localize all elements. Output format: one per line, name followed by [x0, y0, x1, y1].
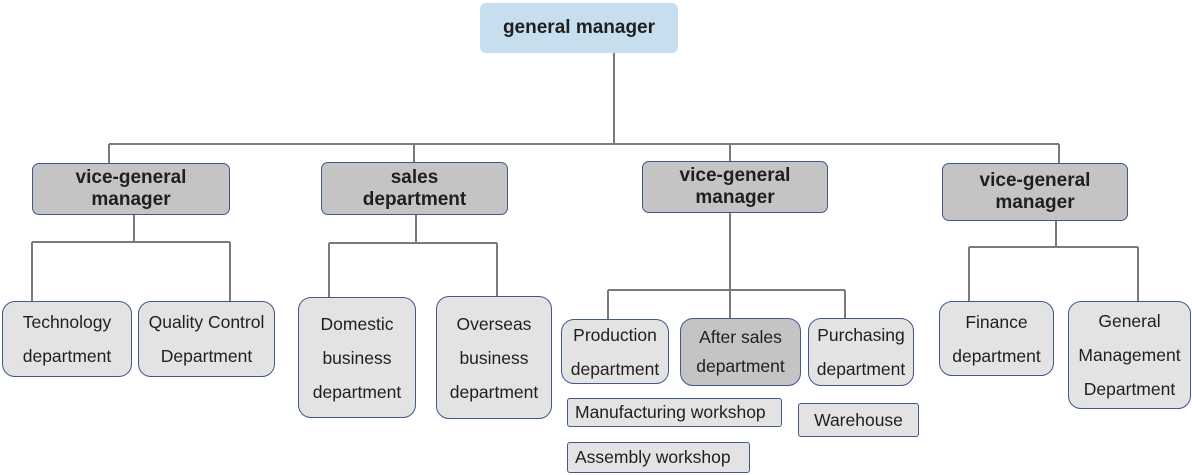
node-vice-general-manager-3: vice-general manager — [942, 163, 1128, 221]
node-vice-general-manager-2: vice-general manager — [642, 161, 828, 213]
node-overseas-business-department: Overseas business department — [436, 296, 552, 419]
node-purchasing-department: Purchasing department — [808, 318, 914, 386]
node-quality-control-department: Quality Control Department — [138, 301, 275, 377]
node-warehouse: Warehouse — [798, 403, 919, 437]
node-label: General Management Department — [1078, 311, 1181, 399]
node-label: Quality Control Department — [148, 312, 265, 366]
node-label: general manager — [502, 17, 656, 38]
node-label: Manufacturing workshop — [575, 402, 766, 422]
node-after-sales-department: After sales department — [680, 318, 801, 386]
node-vice-general-manager-1: vice-general manager — [32, 163, 230, 215]
node-label: Production department — [570, 324, 660, 379]
node-label: Warehouse — [814, 409, 903, 430]
node-production-department: Production department — [561, 319, 669, 384]
node-label: vice-general manager — [979, 170, 1091, 213]
node-domestic-business-department: Domestic business department — [298, 297, 416, 418]
node-general-manager: general manager — [480, 3, 678, 53]
node-label: Domestic business department — [312, 313, 402, 402]
node-manufacturing-workshop: Manufacturing workshop — [567, 398, 782, 427]
node-label: Technology department — [22, 312, 112, 366]
node-label: vice-general manager — [75, 167, 187, 210]
node-label: sales department — [362, 166, 467, 210]
node-label: Purchasing department — [816, 325, 906, 379]
node-label: After sales department — [696, 327, 785, 376]
node-label: vice-general manager — [679, 165, 791, 208]
node-finance-department: Finance department — [939, 301, 1054, 376]
node-general-management-department: General Management Department — [1068, 301, 1191, 409]
node-sales-department: sales department — [321, 162, 508, 215]
node-label: Overseas business department — [449, 313, 539, 402]
node-assembly-workshop: Assembly workshop — [567, 442, 750, 473]
node-label: Finance department — [952, 311, 1041, 366]
node-technology-department: Technology department — [2, 301, 132, 377]
node-label: Assembly workshop — [575, 447, 731, 467]
